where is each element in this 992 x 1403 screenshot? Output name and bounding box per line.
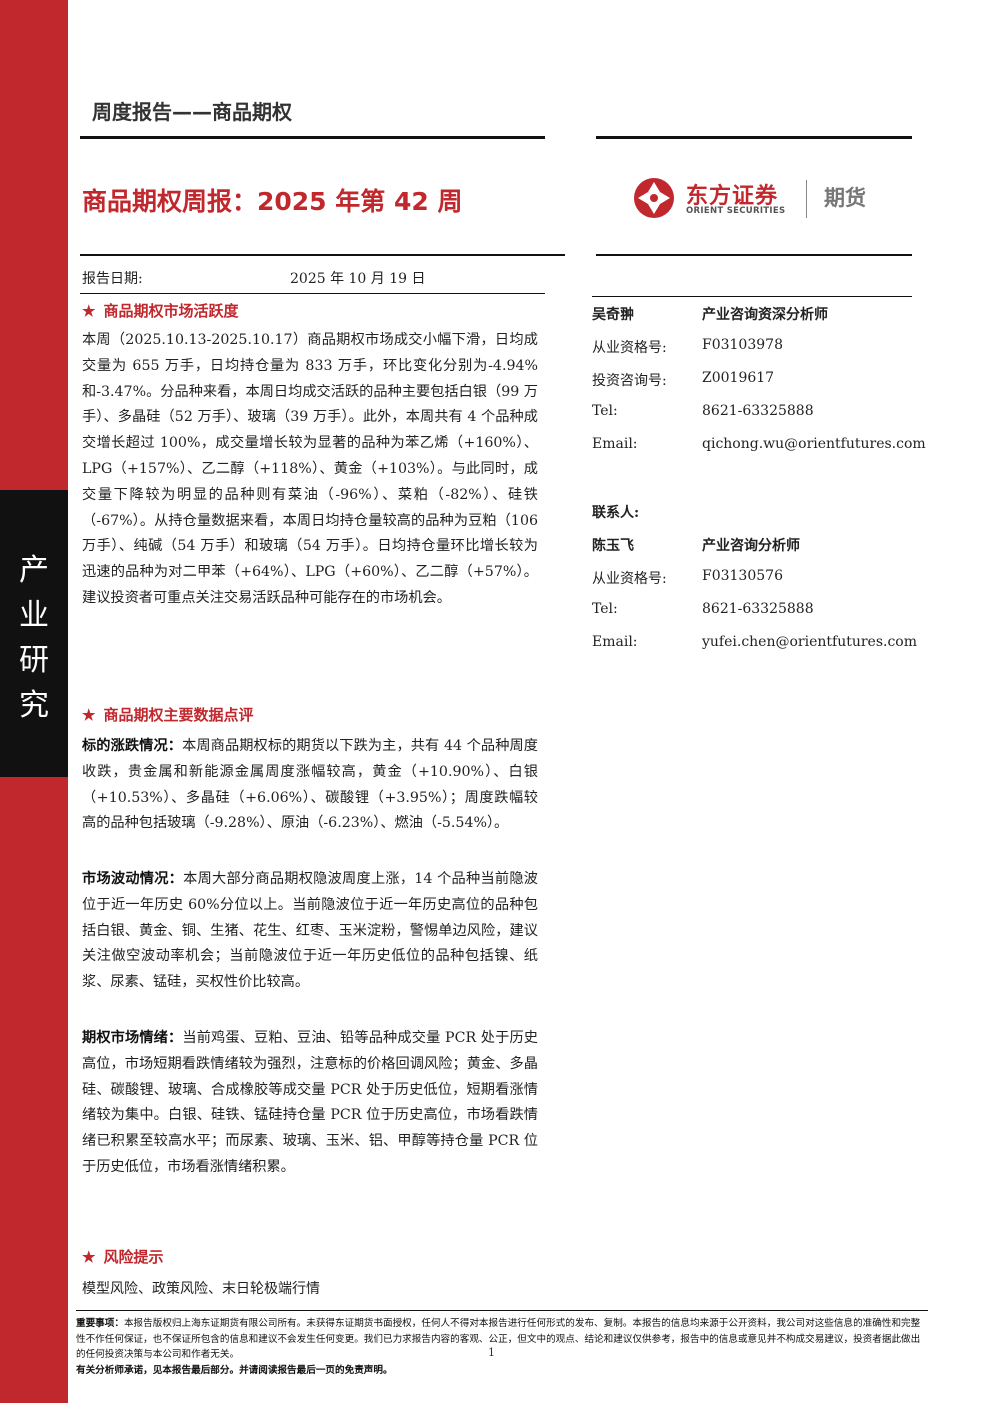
category-char: 产	[19, 553, 49, 588]
date-value: 2025 年 10 月 19 日	[290, 271, 426, 287]
review-sentiment: 期权市场情绪：当前鸡蛋、豆粕、豆油、铅等品种成交量 PCR 处于历史高位，市场短…	[82, 1026, 538, 1181]
analyst-email[interactable]: qichong.wu@orientfutures.com	[702, 436, 926, 452]
field-key: 投资咨询号:	[592, 373, 667, 389]
star-icon: ★	[82, 302, 96, 320]
field-value: F03103978	[702, 337, 783, 353]
disclaimer-text: 本报告版权归上海东证期货有限公司所有。未获得东证期货书面授权，任何人不得对本报告…	[76, 1318, 921, 1360]
analyst-field: Tel: 8621-63325888	[592, 403, 922, 436]
section-heading-risk: ★ 风险提示	[82, 1246, 163, 1267]
section-heading-activity: ★ 商品期权市场活跃度	[82, 300, 238, 321]
review-label: 期权市场情绪：	[82, 1030, 183, 1046]
logo-mark-icon	[634, 178, 674, 218]
disclaimer: 重要事项：本报告版权归上海东证期货有限公司所有。未获得东证期货书面授权，任何人不…	[76, 1316, 928, 1378]
category-char: 究	[19, 688, 49, 723]
field-value: F03130576	[702, 568, 783, 584]
star-icon: ★	[82, 706, 96, 724]
section-heading-review: ★ 商品期权主要数据点评	[82, 704, 253, 725]
contact-name: 陈玉飞	[592, 538, 634, 554]
contact-email[interactable]: yufei.chen@orientfutures.com	[702, 634, 918, 650]
contact-heading-row: 联系人:	[592, 502, 922, 535]
header-rule	[80, 136, 545, 139]
review-underlying: 标的涨跌情况：本周商品期权标的期货以下跌为主，共有 44 个品种周度收跌，贵金属…	[82, 734, 538, 837]
page-number: 1	[488, 1346, 495, 1359]
logo-name-en: ORIENT SECURITIES	[686, 206, 786, 216]
field-key: Tel:	[592, 601, 618, 617]
disclaimer-footer: 有关分析师承诺，见本报告最后部分。并请阅读报告最后一页的免责声明。	[76, 1364, 393, 1376]
analyst-title: 产业咨询资深分析师	[702, 307, 828, 323]
logo-suffix: 期货	[824, 186, 866, 210]
section-title: 商品期权市场活跃度	[103, 302, 239, 320]
category-char: 业	[19, 598, 49, 633]
star-icon: ★	[82, 1248, 96, 1266]
field-key: 从业资格号:	[592, 340, 667, 356]
field-key: Email:	[592, 436, 638, 452]
contact-card: 联系人: 陈玉飞 产业咨询分析师 从业资格号: F03130576 Tel: 8…	[592, 502, 922, 667]
analyst-field: 从业资格号: F03103978	[592, 337, 922, 370]
date-rule	[80, 293, 545, 294]
activity-paragraph: 本周（2025.10.13-2025.10.17）商品期权市场成交小幅下滑，日均…	[82, 332, 538, 606]
contact-heading: 联系人:	[592, 505, 640, 521]
field-value: 8621-63325888	[702, 601, 814, 617]
field-value: 8621-63325888	[702, 403, 814, 419]
review-label: 市场波动情况：	[82, 871, 184, 887]
category-char: 研	[19, 643, 49, 678]
report-type: 周度报告——商品期权	[92, 100, 292, 124]
logo-divider	[806, 180, 807, 218]
contact-field: 从业资格号: F03130576	[592, 568, 922, 601]
section-title: 风险提示	[103, 1248, 164, 1266]
contact-title: 产业咨询分析师	[702, 538, 800, 554]
field-key: Email:	[592, 634, 638, 650]
disclaimer-rule	[76, 1310, 928, 1311]
analyst-name: 吴奇翀	[592, 307, 634, 323]
category-label: 产 业 研 究	[0, 548, 68, 728]
title-rule-right	[596, 254, 912, 256]
contact-field: Tel: 8621-63325888	[592, 601, 922, 634]
risk-text: 模型风险、政策风险、末日轮极端行情	[82, 1281, 320, 1297]
logo-name-cn: 东方证券	[686, 184, 779, 209]
contact-field: Email: yufei.chen@orientfutures.com	[592, 634, 922, 667]
contact-header-row: 陈玉飞 产业咨询分析师	[592, 535, 922, 568]
analyst-field: 投资咨询号: Z0019617	[592, 370, 922, 403]
category-box	[0, 490, 68, 777]
field-value: Z0019617	[702, 370, 775, 386]
report-title: 商品期权周报：2025 年第 42 周	[82, 187, 463, 216]
section-title: 商品期权主要数据点评	[103, 706, 254, 724]
field-key: Tel:	[592, 403, 618, 419]
review-label: 标的涨跌情况：	[82, 738, 183, 754]
review-text: 当前鸡蛋、豆粕、豆油、铅等品种成交量 PCR 处于历史高位，市场短期看跌情绪较为…	[82, 1030, 538, 1175]
review-volatility: 市场波动情况：本周大部分商品期权隐波周度上涨，14 个品种当前隐波位于近一年历史…	[82, 867, 538, 996]
review-text: 本周大部分商品期权隐波周度上涨，14 个品种当前隐波位于近一年历史 60%分位以…	[82, 871, 538, 991]
header-rule-right	[596, 136, 912, 139]
analyst-card: 吴奇翀 产业咨询资深分析师 从业资格号: F03103978 投资咨询号: Z0…	[592, 304, 926, 469]
company-logo: 东方证券 ORIENT SECURITIES 期货	[632, 176, 902, 222]
field-key: 从业资格号:	[592, 571, 667, 587]
analyst-rule	[592, 296, 912, 297]
date-label: 报告日期:	[82, 271, 143, 287]
analyst-field: Email: qichong.wu@orientfutures.com	[592, 436, 926, 469]
title-rule	[80, 254, 565, 256]
review-text: 本周商品期权标的期货以下跌为主，共有 44 个品种周度收跌，贵金属和新能源金属周…	[82, 738, 538, 832]
analyst-header-row: 吴奇翀 产业咨询资深分析师	[592, 304, 922, 337]
disclaimer-label: 重要事项：	[76, 1318, 124, 1329]
